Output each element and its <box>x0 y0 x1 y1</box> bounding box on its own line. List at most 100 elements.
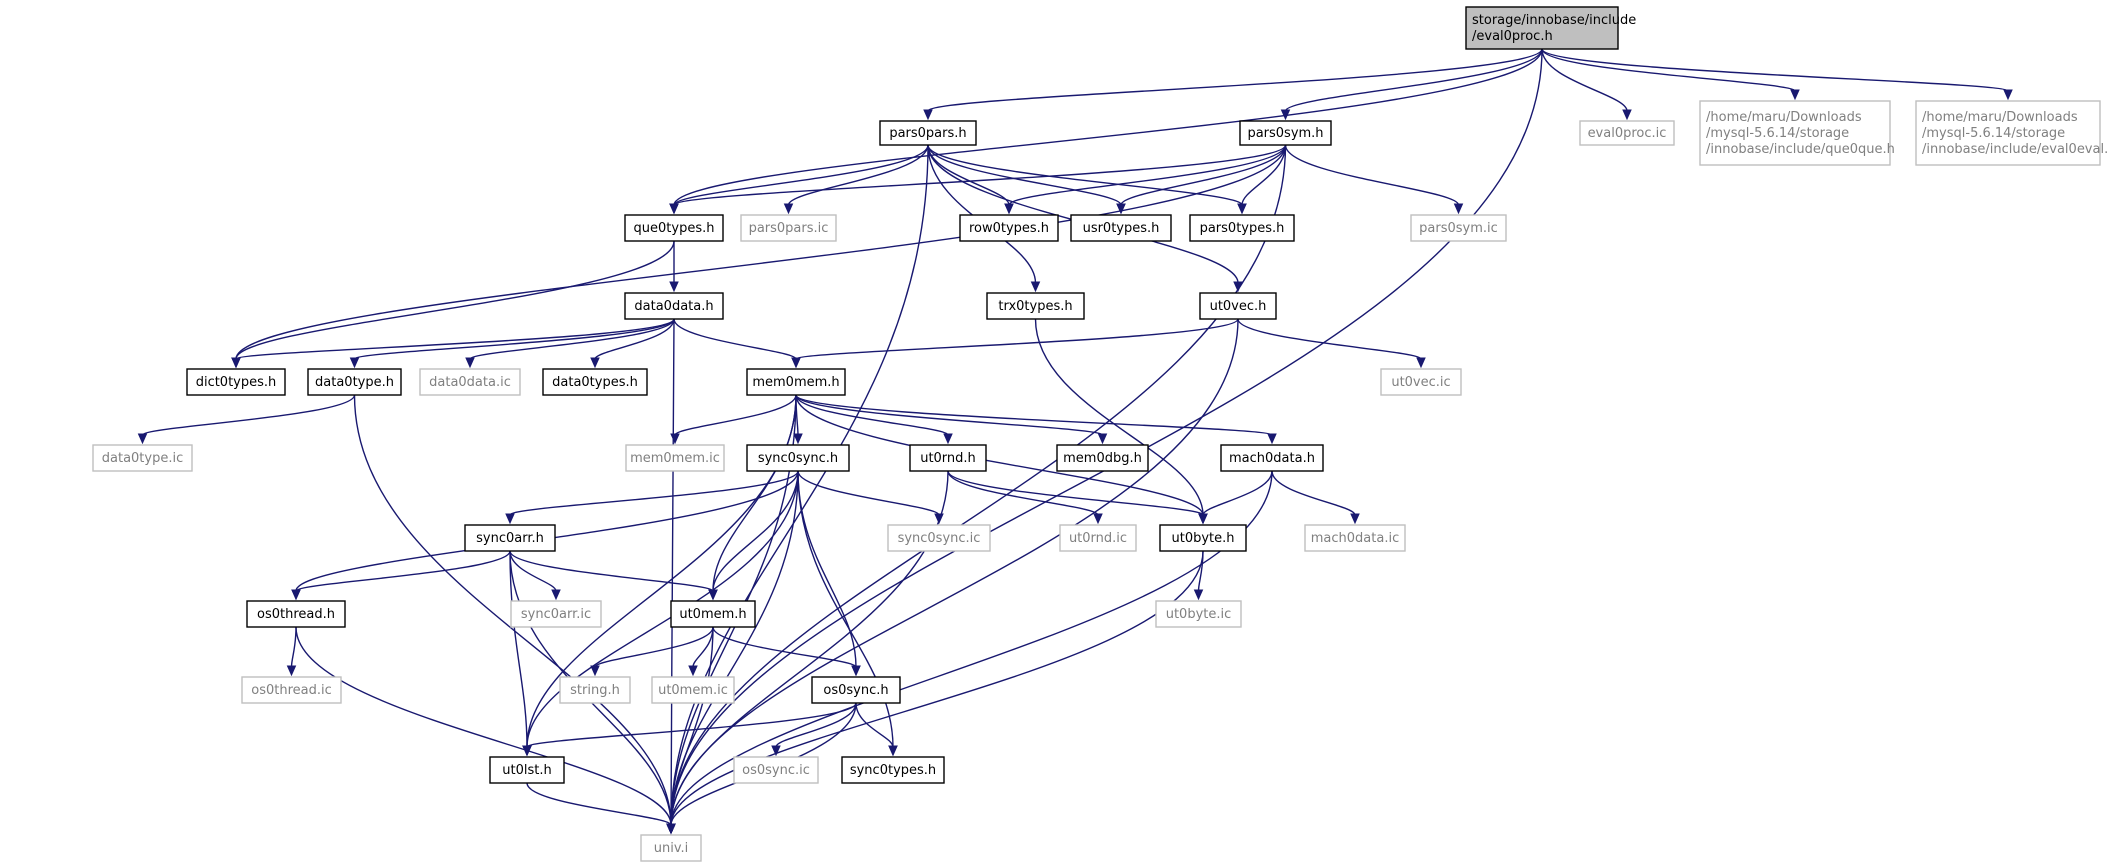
node-label: ut0mem.ic <box>658 683 728 698</box>
node-os0sync-ic: os0sync.ic <box>733 756 819 784</box>
node-dict0types-h[interactable]: dict0types.h <box>186 368 286 396</box>
node-row0types-h[interactable]: row0types.h <box>959 214 1059 242</box>
edge-os0sync-h-to-ut0lst-h <box>522 702 857 757</box>
node-univ-i: univ.i <box>640 834 702 862</box>
node-label: ut0vec.ic <box>1391 375 1450 390</box>
node-ut0vec-ic: ut0vec.ic <box>1380 368 1462 396</box>
edge-data0data-h-to-data0data-ic <box>465 318 675 369</box>
node-label: usr0types.h <box>1083 221 1160 236</box>
node-sync0types-h[interactable]: sync0types.h <box>841 756 945 784</box>
node-label: data0data.h <box>634 299 713 314</box>
node-label: os0thread.ic <box>251 683 332 698</box>
node-pars0pars-h[interactable]: pars0pars.h <box>879 120 977 146</box>
edge-os0thread-h-to-os0thread-ic <box>286 626 297 677</box>
node-label: sync0arr.ic <box>521 607 591 622</box>
node-string-h: string.h <box>559 676 631 704</box>
node-mem0mem-h[interactable]: mem0mem.h <box>746 368 846 396</box>
node-data0data-h[interactable]: data0data.h <box>624 292 724 320</box>
node-label: sync0types.h <box>850 763 936 778</box>
node-eval0proc-ic: eval0proc.ic <box>1579 120 1675 146</box>
edge-data0data-h-to-data0types-h <box>590 318 675 369</box>
node-label: eval0proc.ic <box>1588 126 1667 141</box>
edge-eval0proc-h-to-pars0sym-h <box>1280 48 1543 121</box>
node-mach0data-h[interactable]: mach0data.h <box>1220 444 1324 472</box>
edge-sync0arr-h-to-os0thread-h <box>291 550 511 601</box>
node-ut0mem-h[interactable]: ut0mem.h <box>670 600 756 628</box>
node-pars0sym-ic: pars0sym.ic <box>1410 214 1507 242</box>
edge-eval0proc-h-to-que0que-h <box>1541 48 1800 101</box>
node-label: mach0data.ic <box>1311 531 1399 546</box>
edge-ut0mem-h-to-string-h <box>590 626 714 677</box>
edge-ut0lst-h-to-univ-i <box>526 782 676 835</box>
node-label: mem0dbg.h <box>1063 451 1142 466</box>
edge-mem0mem-h-to-ut0mem-h <box>708 394 797 601</box>
node-pars0pars-ic: pars0pars.ic <box>740 214 837 242</box>
node-label: data0type.h <box>315 375 394 390</box>
edge-data0type-h-to-data0type-ic <box>137 394 356 445</box>
edge-pars0sym-h-to-pars0types-h <box>1237 144 1287 215</box>
edge-eval0proc-h-to-pars0pars-h <box>923 48 1543 121</box>
node-label: /eval0proc.h <box>1472 29 1553 44</box>
node-label: row0types.h <box>969 221 1049 236</box>
node-que0types-h[interactable]: que0types.h <box>624 214 724 242</box>
node-label: data0types.h <box>552 375 638 390</box>
edge-mem0mem-h-to-mem0mem-ic <box>670 394 797 445</box>
node-trx0types-h[interactable]: trx0types.h <box>986 292 1085 320</box>
node-label: ut0byte.ic <box>1166 607 1232 622</box>
node-ut0byte-h[interactable]: ut0byte.h <box>1159 524 1247 552</box>
edge-pars0sym-h-to-que0types-h <box>669 144 1287 215</box>
node-ut0mem-ic: ut0mem.ic <box>651 676 735 704</box>
edge-pars0pars-h-to-pars0types-h <box>927 144 1247 215</box>
node-label: mach0data.h <box>1229 451 1315 466</box>
node-label: /mysql-5.6.14/storage <box>1922 126 2065 141</box>
edge-mem0mem-h-to-ut0rnd-h <box>795 394 953 445</box>
node-os0thread-h[interactable]: os0thread.h <box>246 600 346 628</box>
node-mem0dbg-h[interactable]: mem0dbg.h <box>1056 444 1149 472</box>
edge-pars0sym-h-to-univ-i <box>666 144 1287 835</box>
edge-pars0sym-h-to-usr0types-h <box>1116 144 1287 215</box>
node-label: trx0types.h <box>998 299 1072 314</box>
node-os0sync-h[interactable]: os0sync.h <box>811 676 901 704</box>
node-ut0lst-h[interactable]: ut0lst.h <box>489 756 565 784</box>
edge-ut0vec-h-to-univ-i <box>666 318 1239 835</box>
node-data0types-h[interactable]: data0types.h <box>542 368 648 396</box>
node-ut0byte-ic: ut0byte.ic <box>1155 600 1242 628</box>
node-pars0sym-h[interactable]: pars0sym.h <box>1239 120 1332 146</box>
node-data0type-h[interactable]: data0type.h <box>307 368 402 396</box>
node-usr0types-h[interactable]: usr0types.h <box>1070 214 1172 242</box>
graph-edges <box>137 48 2013 835</box>
edge-data0data-h-to-data0type-h <box>349 318 675 369</box>
node-label: ut0byte.h <box>1171 531 1234 546</box>
node-ut0rnd-h[interactable]: ut0rnd.h <box>909 444 987 472</box>
node-label: sync0sync.ic <box>898 531 981 546</box>
edge-sync0arr-h-to-ut0mem-h <box>509 550 718 601</box>
node-eval0proc-h[interactable]: storage/innobase/include/eval0proc.h <box>1465 6 1636 50</box>
node-sync0sync-ic: sync0sync.ic <box>887 524 991 552</box>
node-label: univ.i <box>654 841 689 856</box>
node-label: /innobase/include/que0que.h <box>1706 142 1895 157</box>
edge-os0sync-h-to-sync0types-h <box>855 702 898 757</box>
edge-mach0data-h-to-mach0data-ic <box>1271 470 1360 525</box>
node-label: /home/maru/Downloads <box>1706 110 1862 125</box>
edge-data0data-h-to-mem0mem-h <box>673 318 801 369</box>
node-label: ut0mem.h <box>679 607 746 622</box>
node-pars0types-h[interactable]: pars0types.h <box>1189 214 1295 242</box>
edge-ut0vec-h-to-mem0mem-h <box>791 318 1239 369</box>
node-label: ut0rnd.ic <box>1069 531 1127 546</box>
node-mach0data-ic: mach0data.ic <box>1304 524 1406 552</box>
edge-ut0rnd-h-to-ut0byte-h <box>947 470 1208 525</box>
edge-pars0sym-h-to-row0types-h <box>1004 144 1287 215</box>
node-label: string.h <box>570 683 620 698</box>
edge-mach0data-h-to-ut0byte-h <box>1198 470 1273 525</box>
graph-nodes: storage/innobase/include/eval0proc.h pars… <box>92 6 2107 862</box>
node-eval0eval-h: /home/maru/Downloads/mysql-5.6.14/storag… <box>1915 100 2107 166</box>
node-sync0arr-h[interactable]: sync0arr.h <box>464 524 556 552</box>
node-sync0sync-h[interactable]: sync0sync.h <box>746 444 850 472</box>
node-label: mem0mem.ic <box>630 451 720 466</box>
node-label: os0sync.h <box>823 683 888 698</box>
node-label: os0sync.ic <box>742 763 810 778</box>
node-ut0vec-h[interactable]: ut0vec.h <box>1199 292 1277 320</box>
node-ut0rnd-ic: ut0rnd.ic <box>1059 524 1137 552</box>
node-label: /innobase/include/eval0eval.h <box>1922 142 2107 157</box>
